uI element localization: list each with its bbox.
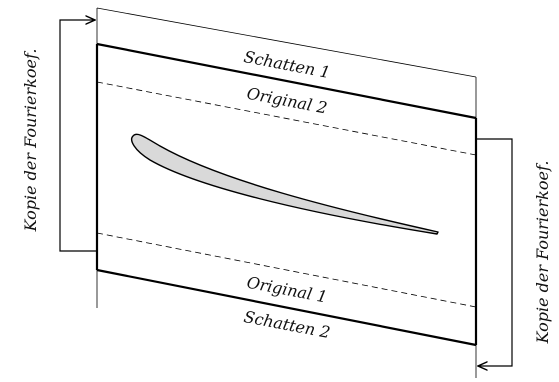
label-copy-right: Kopie der Fourierkoef.: [533, 161, 552, 345]
label-copy-left: Kopie der Fourierkoef.: [21, 49, 40, 233]
label-shadow-2: Schatten 2: [242, 307, 332, 342]
lower-periodic-boundary: [96, 268, 477, 347]
blade-profile: [131, 133, 439, 235]
label-shadow-1: Schatten 1: [242, 47, 332, 82]
original-1-dashed-boundary: [96, 232, 477, 308]
copy-arrow-left: [59, 20, 97, 252]
shadow-1-top-boundary: [96, 7, 477, 78]
original-2-dashed-boundary: [96, 81, 477, 156]
upper-periodic-boundary: [96, 42, 477, 120]
copy-arrow-right: [476, 138, 513, 366]
label-original-2: Original 2: [245, 84, 329, 118]
